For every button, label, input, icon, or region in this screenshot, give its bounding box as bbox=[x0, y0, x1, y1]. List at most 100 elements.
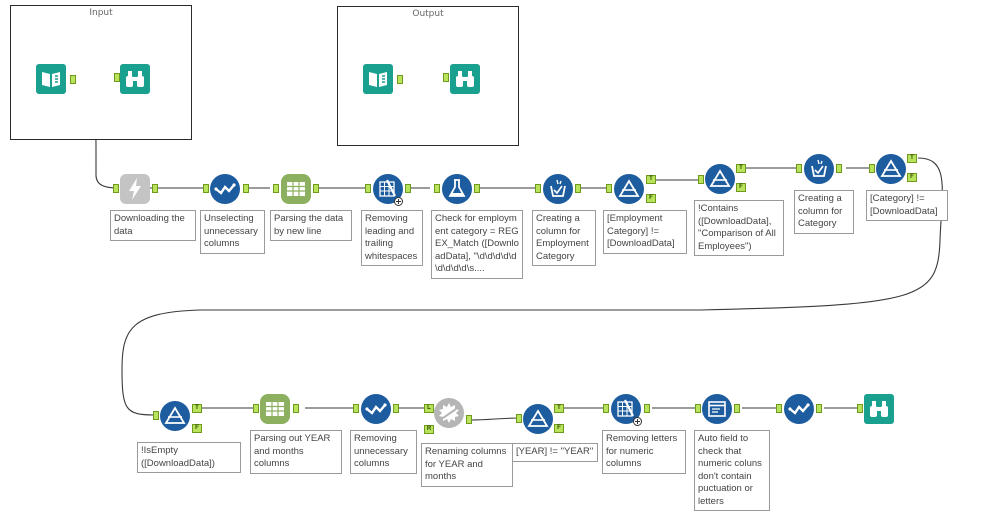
right-anchor[interactable]: R bbox=[424, 425, 434, 434]
browse-tool[interactable] bbox=[864, 394, 894, 424]
text-to-columns-tool[interactable] bbox=[260, 394, 290, 424]
data-cleansing-tool[interactable] bbox=[611, 394, 641, 424]
output-anchor[interactable] bbox=[734, 404, 740, 413]
true-anchor[interactable]: T bbox=[554, 404, 564, 413]
filter-tool[interactable] bbox=[705, 164, 735, 194]
input-anchor[interactable] bbox=[273, 184, 279, 193]
plus-badge-icon bbox=[633, 417, 642, 426]
dynamic-rename-tool[interactable] bbox=[434, 398, 464, 428]
false-anchor[interactable]: F bbox=[554, 424, 564, 433]
output-anchor[interactable] bbox=[393, 404, 399, 413]
false-anchor[interactable]: F bbox=[907, 173, 917, 182]
input-data-tool[interactable] bbox=[36, 64, 66, 94]
output-anchor[interactable] bbox=[474, 184, 480, 193]
browse-tool[interactable] bbox=[450, 64, 480, 94]
container-title: Output bbox=[412, 9, 444, 19]
output-anchor[interactable] bbox=[816, 404, 822, 413]
gear-saw-icon bbox=[439, 403, 459, 423]
filter-tool[interactable] bbox=[523, 404, 553, 434]
filter-tool[interactable] bbox=[614, 174, 644, 204]
output-anchor[interactable] bbox=[243, 184, 249, 193]
container-title: Input bbox=[89, 8, 113, 18]
annotation-formula-1: Check for employment category = REGEX_Ma… bbox=[431, 210, 523, 279]
input-anchor[interactable] bbox=[869, 164, 875, 173]
multi-field-formula-tool[interactable] bbox=[804, 154, 834, 184]
output-anchor[interactable] bbox=[836, 164, 842, 173]
connection bbox=[469, 417, 521, 421]
input-anchor[interactable] bbox=[434, 184, 440, 193]
filter-tool[interactable] bbox=[876, 154, 906, 184]
output-anchor[interactable] bbox=[644, 404, 650, 413]
grid-brush-icon bbox=[617, 399, 634, 417]
input-anchor[interactable] bbox=[203, 184, 209, 193]
output-anchor[interactable] bbox=[405, 184, 411, 193]
output-anchor[interactable] bbox=[152, 184, 158, 193]
grid-brush-icon bbox=[379, 179, 396, 197]
input-anchor[interactable] bbox=[857, 404, 863, 413]
annotation-data-cleansing-1: Removing leading and trailing whitespace… bbox=[361, 210, 423, 266]
binoculars-icon bbox=[870, 401, 888, 417]
output-anchor[interactable] bbox=[575, 184, 581, 193]
plus-badge-icon bbox=[394, 197, 403, 206]
output-anchor[interactable] bbox=[466, 415, 472, 424]
filter-tool[interactable] bbox=[160, 401, 190, 431]
table-split-icon bbox=[266, 402, 284, 416]
annotation-filter-3: [Category] != [DownloadData] bbox=[866, 190, 948, 221]
input-anchor[interactable] bbox=[253, 404, 259, 413]
binoculars-icon bbox=[456, 71, 474, 87]
true-anchor[interactable]: T bbox=[736, 164, 746, 173]
false-anchor[interactable]: F bbox=[736, 183, 746, 192]
lightning-icon bbox=[129, 178, 141, 200]
book-icon bbox=[42, 72, 60, 87]
true-anchor[interactable]: T bbox=[907, 154, 917, 163]
input-anchor[interactable] bbox=[443, 73, 449, 82]
input-anchor[interactable] bbox=[353, 404, 359, 413]
input-anchor[interactable] bbox=[365, 184, 371, 193]
input-anchor[interactable] bbox=[796, 164, 802, 173]
output-anchor[interactable] bbox=[313, 184, 319, 193]
multi-field-formula-tool[interactable] bbox=[543, 174, 573, 204]
true-anchor[interactable]: T bbox=[192, 404, 202, 413]
input-anchor[interactable] bbox=[535, 184, 541, 193]
annotation-filter-2: !Contains ([DownloadData], "Comparison o… bbox=[694, 200, 784, 256]
output-anchor[interactable] bbox=[293, 404, 299, 413]
false-anchor[interactable]: F bbox=[192, 424, 202, 433]
annotation-text-to-columns-1: Parsing the data by new line bbox=[270, 210, 352, 241]
output-anchor[interactable] bbox=[397, 75, 403, 84]
checkmark-icon bbox=[365, 403, 387, 415]
flask-icon bbox=[448, 179, 466, 197]
input-anchor[interactable] bbox=[776, 404, 782, 413]
download-tool[interactable] bbox=[120, 174, 150, 204]
true-anchor[interactable]: T bbox=[646, 175, 656, 184]
formula-tool[interactable] bbox=[442, 174, 472, 204]
auto-field-tool[interactable] bbox=[702, 394, 732, 424]
table-split-icon bbox=[287, 182, 305, 196]
select-tool[interactable] bbox=[784, 394, 814, 424]
select-tool[interactable] bbox=[210, 174, 240, 204]
left-anchor[interactable]: L bbox=[424, 404, 434, 413]
text-to-columns-tool[interactable] bbox=[281, 174, 311, 204]
output-anchor[interactable] bbox=[70, 75, 76, 84]
browse-tool[interactable] bbox=[120, 64, 150, 94]
formula-cup-icon bbox=[811, 159, 827, 177]
input-anchor[interactable] bbox=[698, 175, 704, 184]
input-data-tool[interactable] bbox=[363, 64, 393, 94]
annotation-text-to-columns-2: Parsing out YEAR and months columns bbox=[250, 430, 342, 474]
filter-triangle-icon bbox=[709, 169, 731, 187]
input-anchor[interactable] bbox=[606, 184, 612, 193]
annotation-download: Downloading the data bbox=[110, 210, 196, 241]
input-anchor[interactable] bbox=[603, 404, 609, 413]
input-anchor[interactable] bbox=[113, 184, 119, 193]
input-anchor[interactable] bbox=[516, 414, 522, 423]
input-anchor[interactable] bbox=[153, 411, 159, 420]
input-anchor[interactable] bbox=[695, 404, 701, 413]
filter-triangle-icon bbox=[527, 409, 549, 427]
annotation-filter-4: !IsEmpty ([DownloadData]) bbox=[137, 442, 241, 473]
annotation-data-cleansing-2: Removing letters for numeric columns bbox=[602, 430, 686, 474]
annotation-filter-5: [YEAR] != "YEAR" bbox=[512, 443, 598, 462]
annotation-dynamic-rename: Renaming columns for YEAR and months bbox=[421, 443, 513, 487]
annotation-multi-field-formula-1: Creating a column for Employment Categor… bbox=[532, 210, 596, 266]
false-anchor[interactable]: F bbox=[646, 194, 656, 203]
select-tool[interactable] bbox=[361, 394, 391, 424]
input-anchor[interactable] bbox=[114, 73, 120, 82]
